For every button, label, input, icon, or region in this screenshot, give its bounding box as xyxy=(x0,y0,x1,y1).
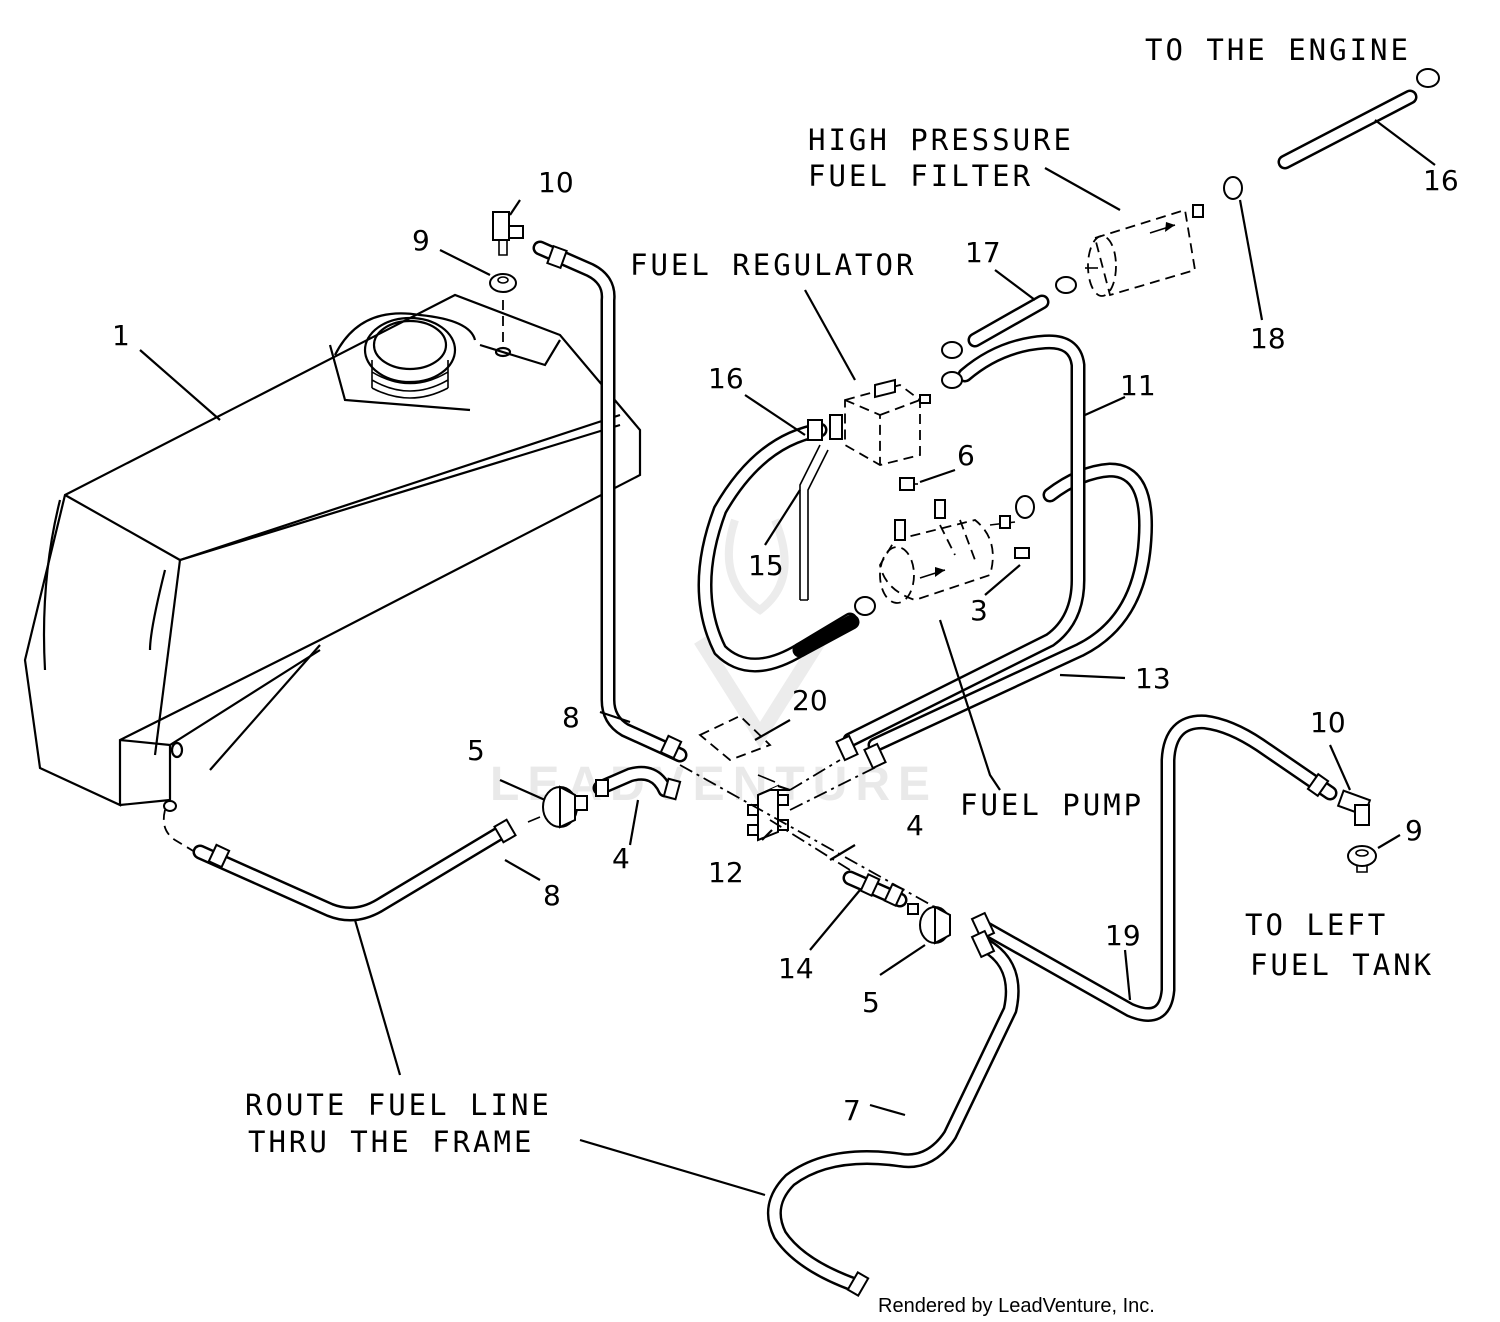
grommet-top xyxy=(489,273,517,293)
callout-3: 3 xyxy=(970,594,988,627)
callout-19: 19 xyxy=(1105,919,1141,952)
fuel-pump xyxy=(879,499,1030,604)
inline-filter-right xyxy=(907,903,951,945)
callout-9-top: 9 xyxy=(412,224,430,257)
callout-9-right: 9 xyxy=(1405,814,1423,847)
callout-8-upper: 8 xyxy=(562,701,580,734)
callout-11: 11 xyxy=(1120,369,1156,402)
hose-7 xyxy=(766,929,1020,1298)
elbow-fitting-right xyxy=(1336,789,1372,826)
inline-filter-left xyxy=(527,785,588,829)
callout-6: 6 xyxy=(957,439,975,472)
hose-14 xyxy=(842,870,908,908)
callout-14: 14 xyxy=(778,952,814,985)
hose-16-top xyxy=(1223,68,1440,200)
label-thru-the-frame: THRU THE FRAME xyxy=(248,1125,534,1159)
fuel-tank xyxy=(23,293,642,807)
callout-16-left: 16 xyxy=(708,362,744,395)
callout-5-left: 5 xyxy=(467,734,485,767)
high-pressure-fuel-filter xyxy=(1085,204,1204,297)
vent-tube xyxy=(799,444,829,601)
label-to-left: TO LEFT xyxy=(1245,908,1388,942)
callout-4-left: 4 xyxy=(612,842,630,875)
hose-11-clamp xyxy=(835,734,859,762)
label-high-pressure: HIGH PRESSURE xyxy=(808,123,1074,157)
watermark: LEADVENTURE xyxy=(490,518,930,811)
callout-8-lower: 8 xyxy=(543,879,561,912)
hose-13-clamp xyxy=(863,742,887,770)
label-route-fuel-line: ROUTE FUEL LINE xyxy=(245,1088,552,1122)
callout-20: 20 xyxy=(792,684,828,717)
callout-18: 18 xyxy=(1250,322,1286,355)
callout-12: 12 xyxy=(708,856,744,889)
label-fuel-filter: FUEL FILTER xyxy=(808,159,1033,193)
hose-8-upper xyxy=(532,240,688,763)
callout-16-right: 16 xyxy=(1423,164,1459,197)
hose-8-lower xyxy=(162,800,517,922)
pump-inlet-hose xyxy=(792,596,876,658)
elbow-fitting-top xyxy=(492,211,524,256)
callout-13: 13 xyxy=(1135,662,1171,695)
callout-10-top: 10 xyxy=(538,166,574,199)
label-fuel-pump: FUEL PUMP xyxy=(960,788,1144,822)
grommet-right xyxy=(1347,845,1377,873)
pump-outlet-clamp xyxy=(1015,495,1035,519)
label-fuel-tank: FUEL TANK xyxy=(1250,948,1434,982)
fuel-regulator xyxy=(829,378,931,491)
hose-17 xyxy=(941,276,1077,389)
hose-4-left xyxy=(592,765,682,801)
tee-fitting xyxy=(747,774,791,842)
hose-16-loop xyxy=(697,419,858,673)
hose-11 xyxy=(842,334,1086,748)
render-credit: Rendered by LeadVenture, Inc. xyxy=(878,1295,1155,1317)
callout-15: 15 xyxy=(748,549,784,582)
callout-5-right: 5 xyxy=(862,986,880,1019)
callout-4-right: 4 xyxy=(906,809,924,842)
hose-13 xyxy=(867,462,1154,753)
callout-10-right: 10 xyxy=(1310,706,1346,739)
label-to-the-engine: TO THE ENGINE xyxy=(1145,33,1411,67)
label-fuel-regulator: FUEL REGULATOR xyxy=(630,248,916,282)
callout-17: 17 xyxy=(965,236,1001,269)
label-plate xyxy=(698,714,772,762)
callout-1: 1 xyxy=(112,319,130,352)
leader-lines xyxy=(139,119,1436,1197)
callout-7: 7 xyxy=(843,1094,861,1127)
